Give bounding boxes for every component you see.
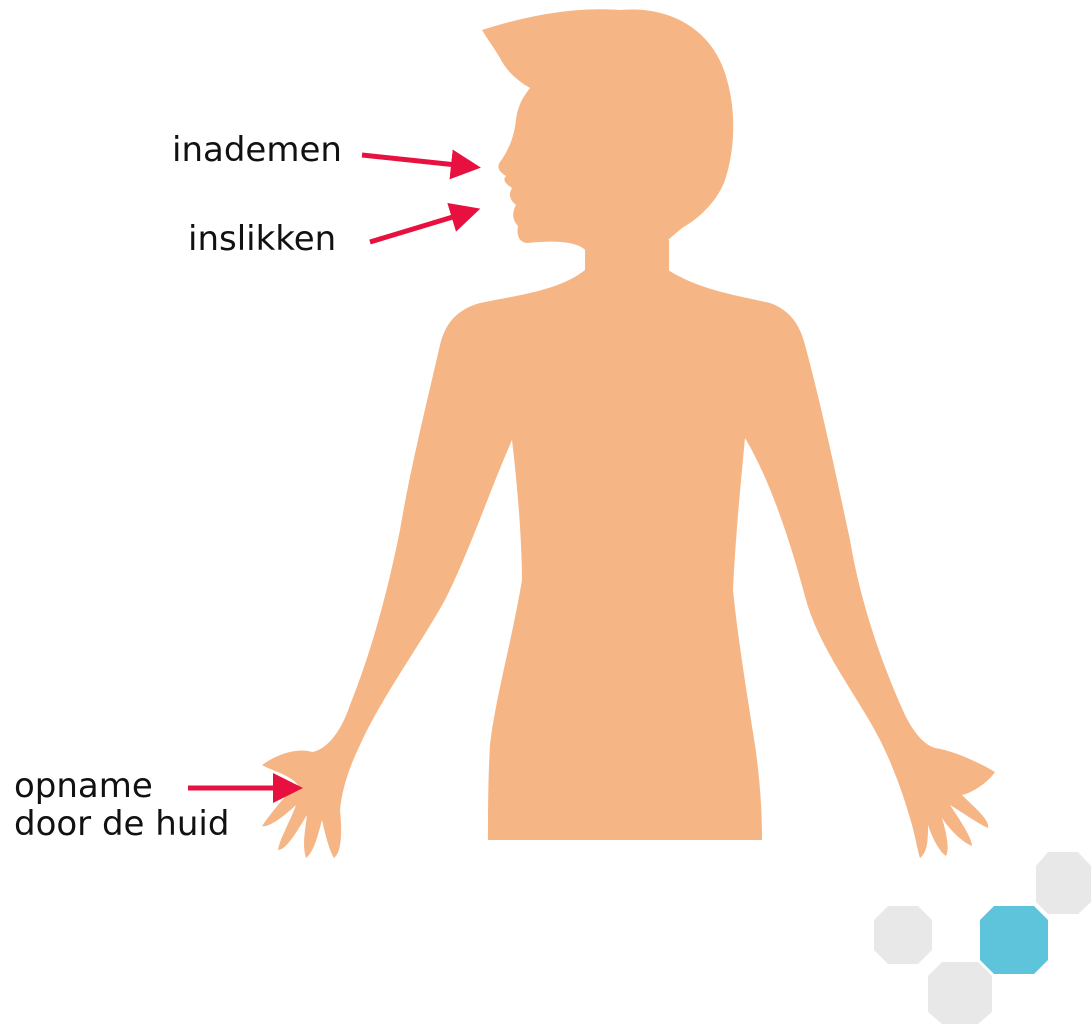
octagon-blue — [980, 906, 1048, 974]
decorative-octagons — [874, 852, 1091, 1024]
swallow-arrow — [370, 213, 466, 242]
label-swallow: inslikken — [188, 220, 336, 258]
octagon-grey-bottom — [928, 962, 992, 1024]
inhale-arrow — [362, 155, 466, 166]
label-skin-line2: door de huid — [14, 805, 229, 843]
octagon-grey-left — [874, 906, 932, 964]
label-skin-line1: opname — [14, 767, 229, 805]
label-skin-absorption: opname door de huid — [14, 767, 229, 843]
label-inhale: inademen — [172, 131, 342, 169]
torso-shape — [262, 270, 995, 858]
human-silhouette — [262, 9, 995, 858]
head-shape — [482, 9, 733, 265]
octagon-grey-top — [1036, 852, 1091, 914]
